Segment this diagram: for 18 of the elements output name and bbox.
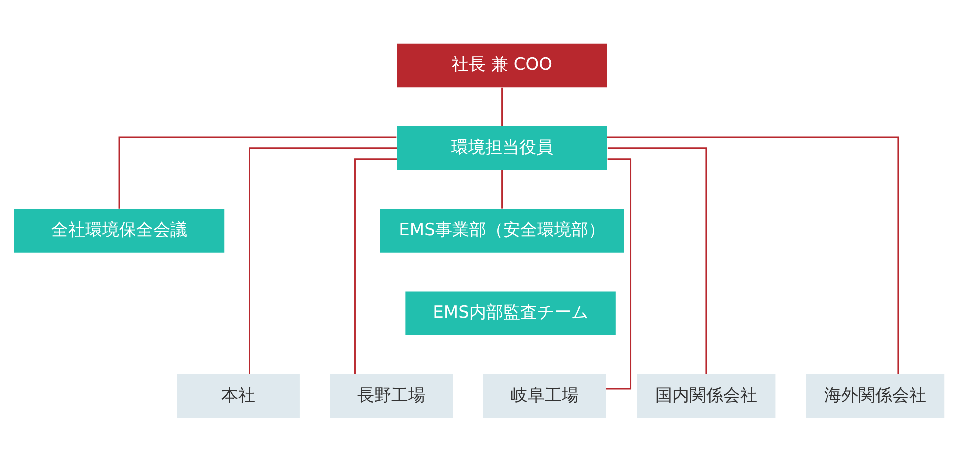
node-box: 国内関係会社	[636, 374, 776, 418]
node-box: 海外関係会社	[806, 374, 944, 418]
node-box: 全社環境保全会議	[14, 209, 224, 253]
node-box: 長野工場	[330, 374, 453, 418]
connector	[607, 148, 707, 374]
node-box: 岐阜工場	[482, 374, 606, 418]
connector	[501, 88, 503, 126]
connector	[501, 170, 503, 209]
connector	[118, 136, 396, 209]
node-box: EMS事業部（安全環境部）	[380, 209, 624, 253]
node-box: EMS内部監査チーム	[405, 292, 616, 336]
connector	[606, 136, 899, 374]
node-box: 社長 兼 COO	[396, 44, 607, 88]
node-box: 本社	[176, 374, 300, 418]
connector	[248, 148, 396, 374]
node-box: 環境担当役員	[396, 126, 607, 170]
connector	[606, 158, 632, 390]
connector	[354, 158, 396, 374]
